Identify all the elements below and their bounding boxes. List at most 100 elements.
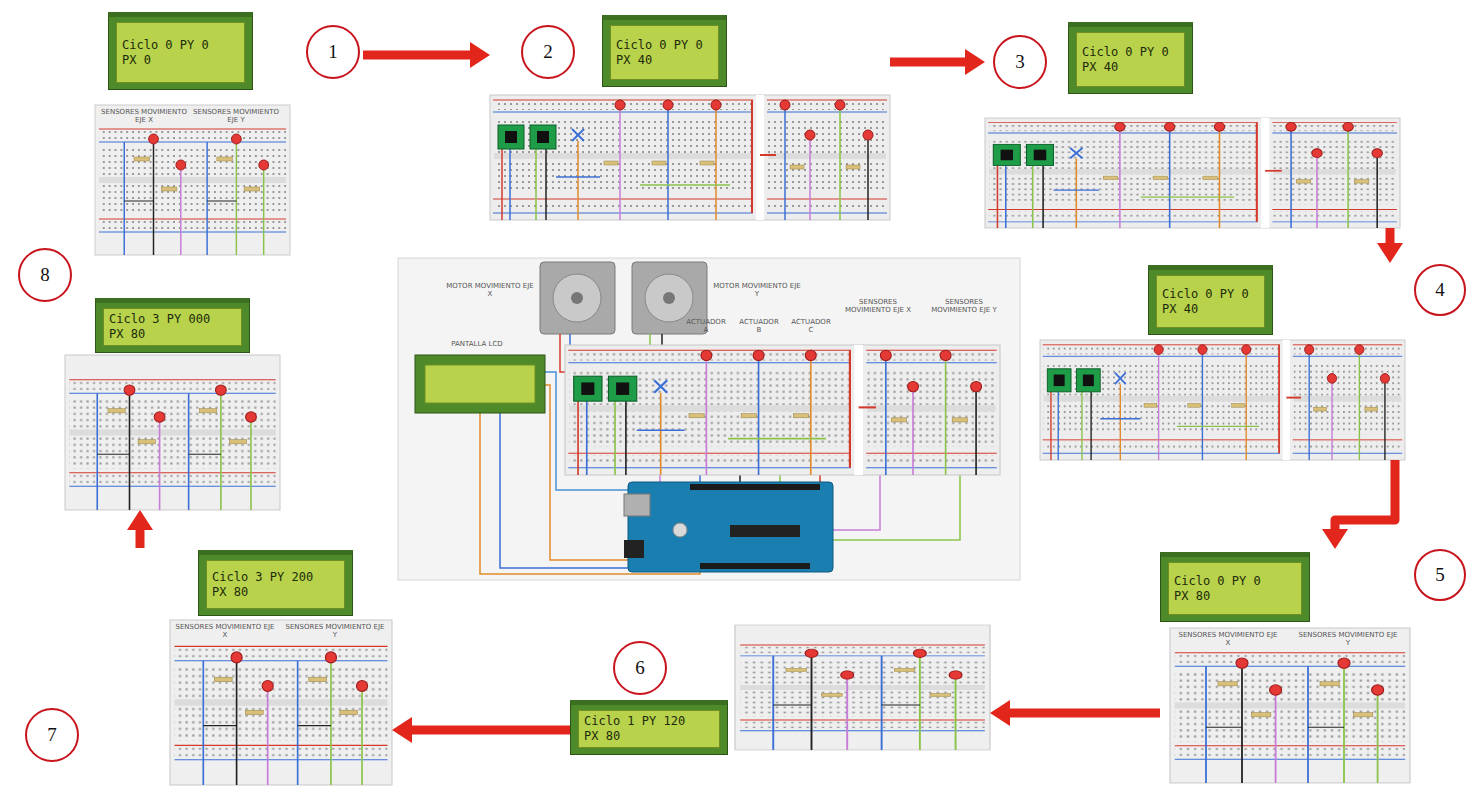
callout-circle: 1 [306, 25, 360, 79]
arrow-head [1377, 243, 1403, 263]
sensor-breadboard [1170, 628, 1410, 783]
callout-number: 2 [543, 41, 553, 63]
callout-circle: 3 [993, 35, 1047, 89]
callout-number: 3 [1015, 51, 1025, 73]
arrow-head [470, 42, 490, 68]
lcd-screen: Ciclo 3 PY 000PX 80 [103, 308, 242, 346]
process-stage: Ciclo 3 PY 200PX 80 7 [25, 548, 392, 786]
lcd-display [415, 355, 545, 413]
sensor-breadboard [95, 105, 290, 255]
lcd-text: PX 80 [1174, 589, 1210, 604]
center-circuit [398, 258, 1020, 580]
lcd-display [415, 355, 545, 413]
part-label: SENSORES MOVIMIENTO EJE Y [924, 298, 1004, 314]
lcd-screen: Ciclo 0 PY 0PX 0 [116, 22, 245, 83]
lcd-text: Ciclo 0 PY 0 [1162, 287, 1249, 302]
part-label: ACTUADOR A [683, 318, 729, 334]
main-breadboard [490, 95, 890, 220]
arrow-head [1322, 529, 1348, 549]
lcd-screen: Ciclo 0 PY 0PX 80 [1168, 562, 1302, 615]
arrow-shaft [1335, 460, 1395, 531]
lcd-text: PX 80 [212, 585, 248, 600]
lcd-text: PX 80 [584, 729, 620, 744]
arrow-shaft [410, 726, 570, 735]
part-label: SENSORES MOVIMIENTO EJE X [1178, 631, 1278, 647]
lcd-text: Ciclo 0 PY 0 [1082, 45, 1169, 60]
sensor-breadboard [735, 625, 990, 750]
arduino-board [673, 523, 687, 537]
lcd-text: Ciclo 0 PY 0 [616, 38, 703, 53]
flow-arrow [363, 42, 490, 68]
callout-circle: 6 [613, 641, 667, 695]
lcd-screen: Ciclo 3 PY 200PX 80 [206, 560, 345, 609]
arduino-board [700, 563, 810, 569]
stepper-motor [540, 262, 615, 334]
lcd-text: PX 40 [1162, 302, 1198, 317]
arrow-head [990, 700, 1010, 726]
process-stage: Ciclo 0 PY 0PX 403 [985, 22, 1400, 228]
arrow-shaft [1386, 228, 1395, 245]
lcd-display: Ciclo 0 PY 0PX 40 [602, 15, 727, 87]
arduino-board [730, 525, 800, 537]
sensor-breadboard [170, 620, 392, 785]
lcd-display: Ciclo 0 PY 0PX 80 [1160, 552, 1310, 622]
main-breadboard [985, 118, 1400, 228]
callout-number: 4 [1435, 279, 1445, 301]
arrow-shaft [136, 528, 145, 548]
lcd-display: Ciclo 0 PY 0PX 0 [108, 12, 253, 90]
lcd-screen: Ciclo 0 PY 0PX 40 [1156, 275, 1265, 328]
lcd-text: PX 0 [122, 53, 151, 68]
arrow-head [965, 49, 985, 75]
lcd-text: Ciclo 1 PY 120 [584, 714, 685, 729]
lcd-text: Ciclo 3 PY 000 [109, 312, 210, 327]
part-label: SENSORES MOVIMIENTO EJE Y [192, 108, 280, 124]
stepper-motor [571, 292, 583, 304]
lcd-text: Ciclo 0 PY 0 [122, 38, 209, 53]
lcd-screen: Ciclo 0 PY 0PX 40 [610, 25, 719, 80]
arduino-board [690, 484, 820, 490]
stepper-motor [540, 262, 615, 334]
flow-arrow [990, 700, 1160, 726]
lcd-display: Ciclo 3 PY 000PX 80 [95, 298, 250, 353]
process-stage: Ciclo 3 PY 000PX 80 8 [18, 248, 280, 510]
part-label: ACTUADOR C [788, 318, 834, 334]
arduino-board [624, 494, 650, 516]
lcd-screen: Ciclo 1 PY 120PX 80 [578, 710, 720, 748]
part-label: SENSORES MOVIMIENTO EJE X [100, 108, 188, 124]
lcd-text: PX 80 [109, 327, 145, 342]
process-stage: Ciclo 0 PY 0PX 40 2 [490, 15, 890, 220]
flow-arrow [392, 717, 570, 743]
arrow-shaft [363, 51, 472, 60]
callout-number: 6 [635, 657, 645, 679]
flow-arrow [127, 510, 153, 548]
wires [833, 475, 880, 530]
arrow-head [127, 510, 153, 530]
part-label: MOTOR MOVIMIENTO EJE Y [712, 282, 802, 298]
flow-arrow [1322, 460, 1395, 549]
flow-arrow [890, 49, 985, 75]
callout-circle: 7 [25, 708, 79, 762]
callout-circle: 8 [18, 248, 72, 302]
part-label: PANTALLA LCD [432, 340, 522, 348]
process-stage: Ciclo 0 PY 0PX 0 1 [95, 10, 363, 257]
sensor-breadboard [65, 355, 280, 510]
part-label: ACTUADOR B [736, 318, 782, 334]
arrow-shaft [1008, 709, 1160, 718]
part-label: SENSORES MOVIMIENTO EJE Y [285, 623, 385, 639]
process-stage: Ciclo 0 PY 0PX 805 [1160, 549, 1466, 785]
lcd-display: Ciclo 3 PY 200PX 80 [198, 550, 353, 616]
stage-breadboards [65, 95, 1410, 785]
stepper-motor [663, 292, 675, 304]
lcd-text: Ciclo 0 PY 0 [1174, 574, 1261, 589]
process-stage: Ciclo 1 PY 120PX 80 6 [570, 625, 990, 755]
lcd-display [425, 365, 535, 403]
part-label: MOTOR MOVIMIENTO EJE X [445, 282, 535, 298]
callout-number: 7 [47, 724, 57, 746]
arduino-board [628, 482, 833, 572]
stepper-motor [645, 274, 693, 322]
main-breadboard [565, 345, 1000, 475]
lcd-text: PX 40 [616, 53, 652, 68]
callout-circle: 2 [521, 25, 575, 79]
